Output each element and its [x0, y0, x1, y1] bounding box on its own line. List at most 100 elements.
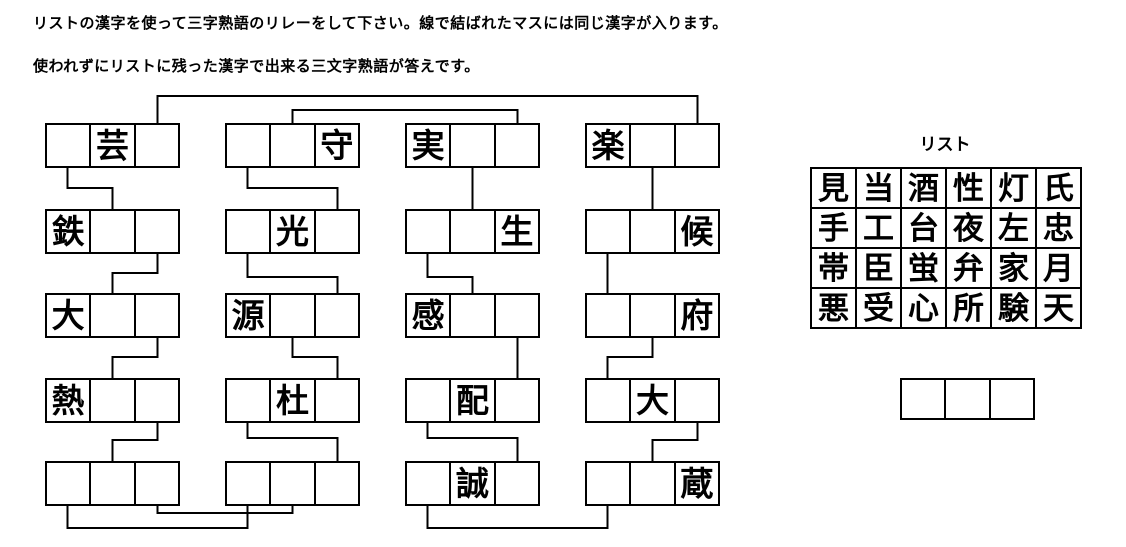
- puzzle-cell-r4-b4-c3[interactable]: [673, 380, 718, 421]
- puzzle-cell-r5-b1-c1[interactable]: [47, 463, 89, 504]
- puzzle-cell-r4-b2-c3[interactable]: [313, 380, 358, 421]
- kanji-list-grid: 見当酒性灯氏手工台夜左忠帯臣蛍弁家月悪受心所験天: [810, 167, 1082, 329]
- puzzle-cell-r1-b3-c3[interactable]: [493, 125, 538, 166]
- puzzle-cell-r2-b3-c1[interactable]: [407, 211, 449, 252]
- puzzle-cell-r2-b1-c2[interactable]: [89, 211, 133, 252]
- puzzle-box-r2-b1: 鉄: [45, 209, 180, 254]
- puzzle-box-r1-b2: 守: [225, 123, 360, 168]
- puzzle-cell-r5-b4-c3: 蔵: [673, 463, 718, 504]
- answer-cell-3[interactable]: [988, 380, 1033, 418]
- puzzle-cell-r5-b3-c2: 誠: [449, 463, 493, 504]
- puzzle-box-r3-b3: 感: [405, 293, 540, 338]
- puzzle-box-r1-b3: 実: [405, 123, 540, 168]
- connector-1: [156, 95, 699, 123]
- puzzle-cell-r2-b1-c3[interactable]: [133, 211, 178, 252]
- puzzle-cell-r3-b4-c3: 府: [673, 295, 718, 336]
- puzzle-cell-r3-b1-c2[interactable]: [89, 295, 133, 336]
- list-cell-r4-c6: 天: [1035, 289, 1080, 327]
- list-cell-r2-c3: 台: [900, 209, 945, 247]
- puzzle-cell-r2-b2-c2: 光: [269, 211, 313, 252]
- puzzle-cell-r3-b3-c3[interactable]: [493, 295, 538, 336]
- puzzle-cell-r4-b1-c2[interactable]: [89, 380, 133, 421]
- list-cell-r4-c4: 所: [945, 289, 990, 327]
- list-cell-r2-c6: 忠: [1035, 209, 1080, 247]
- puzzle-cell-r3-b4-c2[interactable]: [629, 295, 673, 336]
- connector-21: [426, 506, 609, 529]
- puzzle-cell-r4-b2-c2: 杜: [269, 380, 313, 421]
- list-cell-r1-c6: 氏: [1035, 169, 1080, 207]
- list-cell-r3-c6: 月: [1035, 249, 1080, 287]
- puzzle-cell-r4-b4-c1[interactable]: [587, 380, 629, 421]
- connector-16: [246, 423, 339, 461]
- puzzle-cell-r3-b2-c2[interactable]: [269, 295, 313, 336]
- puzzle-cell-r1-b2-c2[interactable]: [269, 125, 313, 166]
- puzzle-cell-r5-b2-c3[interactable]: [313, 463, 358, 504]
- puzzle-cell-r4-b3-c2: 配: [449, 380, 493, 421]
- puzzle-cell-r4-b2-c1[interactable]: [227, 380, 269, 421]
- connector-19: [66, 506, 249, 529]
- puzzle-cell-r2-b3-c3: 生: [493, 211, 538, 252]
- puzzle-cell-r2-b4-c1[interactable]: [587, 211, 629, 252]
- puzzle-cell-r5-b1-c3[interactable]: [133, 463, 178, 504]
- puzzle-cell-r3-b4-c1[interactable]: [587, 295, 629, 336]
- list-cell-r3-c5: 家: [990, 249, 1035, 287]
- puzzle-box-r3-b2: 源: [225, 293, 360, 338]
- list-cell-r2-c4: 夜: [945, 209, 990, 247]
- puzzle-cell-r1-b4-c2[interactable]: [629, 125, 673, 166]
- puzzle-cell-r4-b4-c2: 大: [629, 380, 673, 421]
- puzzle-cell-r5-b1-c2[interactable]: [89, 463, 133, 504]
- list-cell-r4-c1: 悪: [818, 290, 849, 326]
- puzzle-cell-r5-b3-c1[interactable]: [407, 463, 449, 504]
- list-cell-r4-c3: 心: [900, 289, 945, 327]
- puzzle-cell-r1-b3-c2[interactable]: [449, 125, 493, 166]
- puzzle-box-r3-b4: 府: [585, 293, 720, 338]
- puzzle-cell-r2-b3-c2[interactable]: [449, 211, 493, 252]
- puzzle-cell-r5-b3-c3[interactable]: [493, 463, 538, 504]
- puzzle-cell-r2-b2-c1[interactable]: [227, 211, 269, 252]
- connector-12: [291, 338, 339, 378]
- puzzle-cell-r1-b1-c1[interactable]: [47, 125, 89, 166]
- puzzle-cell-r4-b3-c3[interactable]: [493, 380, 538, 421]
- puzzle-cell-r2-b1-c1: 鉄: [51, 213, 85, 250]
- answer-cell-1[interactable]: [902, 380, 944, 418]
- puzzle-box-r5-b4: 蔵: [585, 461, 720, 506]
- puzzle-cell-r1-b1-c2: 芸: [89, 125, 133, 166]
- puzzle-cell-r3-b1-c1: 大: [51, 297, 85, 334]
- puzzle-box-r2-b3: 生: [405, 209, 540, 254]
- puzzle-cell-r2-b2-c3[interactable]: [313, 211, 358, 252]
- puzzle-cell-r4-b1-c3[interactable]: [133, 380, 178, 421]
- puzzle-cell-r1-b2-c1[interactable]: [227, 125, 269, 166]
- answer-cell-2[interactable]: [944, 380, 988, 418]
- puzzle-cell-r3-b2-c3[interactable]: [313, 295, 358, 336]
- puzzle-cell-r5-b4-c2[interactable]: [629, 463, 673, 504]
- connector-15: [111, 423, 159, 461]
- puzzle-box-r1-b4: 楽: [585, 123, 720, 168]
- connector-7: [111, 254, 159, 293]
- puzzle-cell-r2-b4-c2[interactable]: [629, 211, 673, 252]
- puzzle-cell-r1-b1-c3[interactable]: [133, 125, 178, 166]
- list-cell-r1-c3: 酒: [900, 169, 945, 207]
- puzzle-cell-r3-b1-c3[interactable]: [133, 295, 178, 336]
- list-cell-r4-c2: 受: [855, 289, 900, 327]
- puzzle-box-r1-b1: 芸: [45, 123, 180, 168]
- connector-18: [651, 423, 699, 461]
- instruction-line-2: 使われずにリストに残った漢字で出来る三文字熟語が答えです。: [33, 58, 480, 75]
- list-row-2: 手工台夜左忠: [812, 207, 1080, 247]
- puzzle-cell-r1-b4-c3[interactable]: [673, 125, 718, 166]
- puzzle-cell-r4-b3-c1[interactable]: [407, 380, 449, 421]
- list-cell-r2-c2: 工: [855, 209, 900, 247]
- puzzle-box-r2-b4: 候: [585, 209, 720, 254]
- connector-2: [291, 109, 519, 123]
- puzzle-box-r2-b2: 光: [225, 209, 360, 254]
- puzzle-cell-r3-b3-c1: 感: [411, 297, 445, 334]
- list-cell-r2-c5: 左: [990, 209, 1035, 247]
- puzzle-cell-r3-b3-c2[interactable]: [449, 295, 493, 336]
- puzzle-cell-r5-b4-c1[interactable]: [587, 463, 629, 504]
- puzzle-box-r4-b2: 杜: [225, 378, 360, 423]
- puzzle-cell-r5-b2-c1[interactable]: [227, 463, 269, 504]
- puzzle-cell-r5-b2-c2[interactable]: [269, 463, 313, 504]
- connector-9: [426, 254, 474, 293]
- puzzle-cell-r1-b2-c3: 守: [313, 125, 358, 166]
- puzzle-cell-r1-b4-c1: 楽: [591, 127, 625, 164]
